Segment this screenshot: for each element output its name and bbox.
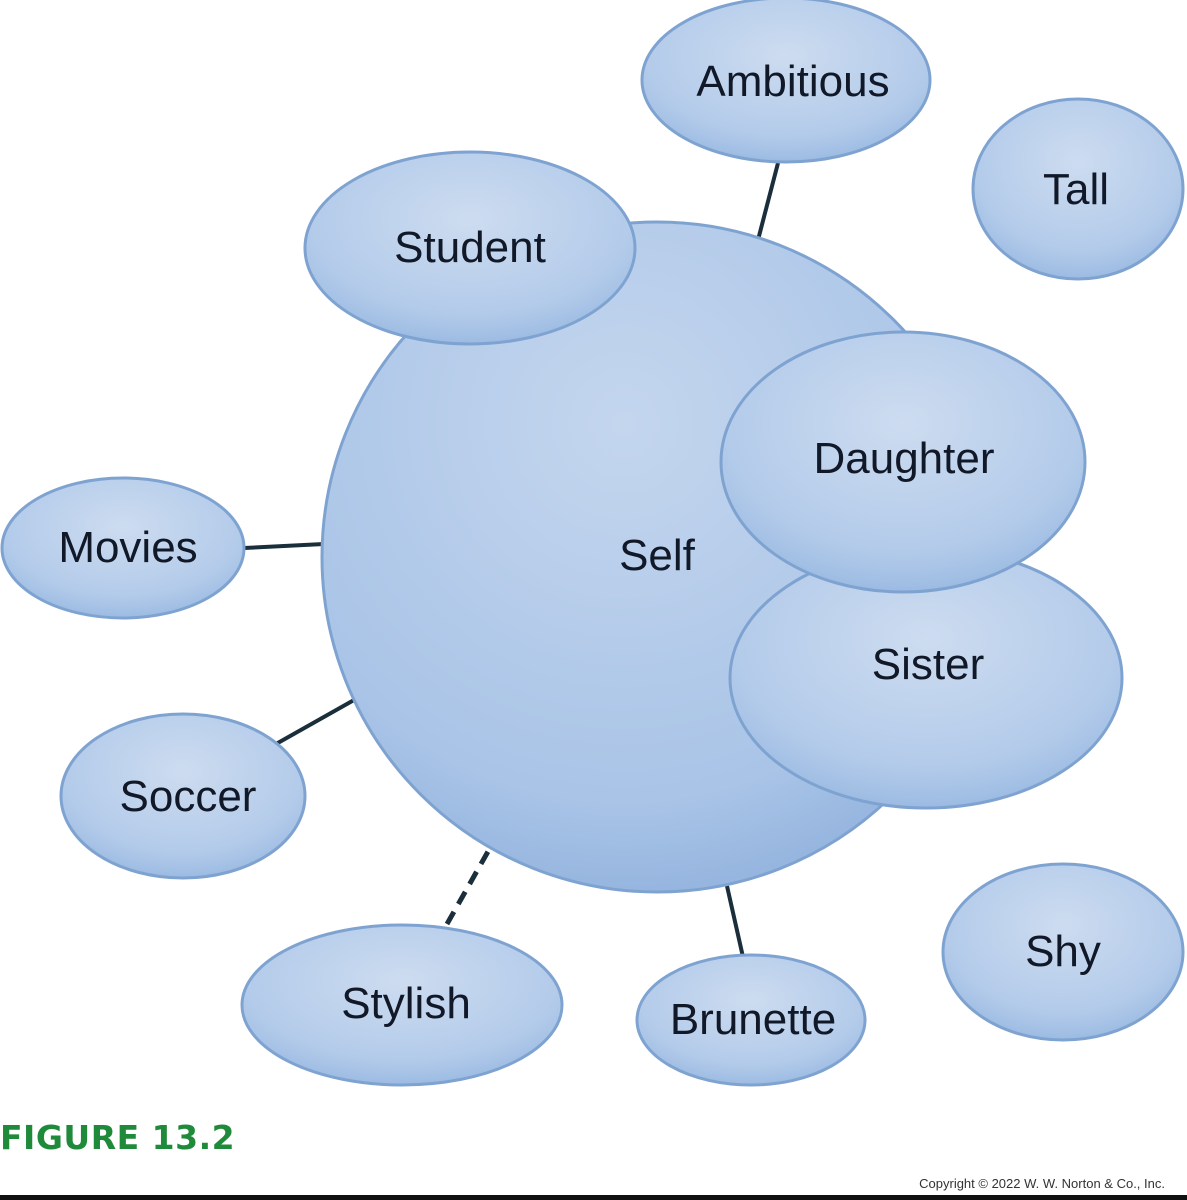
self-label: Self	[619, 531, 696, 580]
stylish-ellipse	[240, 923, 564, 1087]
connector-movies	[243, 542, 325, 550]
node-shy: Shy	[941, 862, 1185, 1042]
ambitious-ellipse	[640, 0, 932, 164]
student-ellipse	[303, 150, 637, 346]
connectors	[243, 162, 780, 958]
node-sister: Sister	[728, 546, 1124, 810]
figure-label: FIGURE 13.2	[0, 1118, 236, 1157]
brunette-label: Brunette	[670, 995, 836, 1044]
tall-label: Tall	[1043, 165, 1109, 214]
shy-label: Shy	[1025, 927, 1101, 976]
brunette-ellipse	[635, 953, 867, 1087]
movies-ellipse	[0, 476, 246, 620]
daughter-ellipse	[719, 330, 1087, 594]
daughter-label: Daughter	[813, 434, 994, 483]
node-soccer: Soccer	[59, 712, 307, 880]
sister-label: Sister	[872, 640, 984, 689]
node-daughter: Daughter	[719, 330, 1087, 594]
node-student: Student	[303, 150, 637, 346]
soccer-label: Soccer	[120, 772, 257, 821]
node-brunette: Brunette	[635, 953, 867, 1087]
connector-ambitious	[756, 162, 780, 241]
copyright-notice: Copyright © 2022 W. W. Norton & Co., Inc…	[919, 1176, 1165, 1191]
soccer-ellipse	[59, 712, 307, 880]
shy-ellipse	[941, 862, 1185, 1042]
stylish-label: Stylish	[341, 979, 471, 1028]
connector-stylish-dashed	[444, 846, 493, 926]
tall-ellipse	[971, 97, 1185, 281]
node-ambitious: Ambitious	[640, 0, 932, 164]
student-label: Student	[394, 223, 546, 272]
movies-label: Movies	[58, 523, 197, 572]
node-tall: Tall	[971, 97, 1185, 281]
connector-soccer	[275, 698, 355, 746]
ambitious-label: Ambitious	[696, 57, 889, 106]
bottom-rule	[0, 1195, 1187, 1200]
connector-brunette	[725, 885, 745, 958]
node-stylish: Stylish	[240, 923, 564, 1087]
node-movies: Movies	[0, 476, 246, 620]
